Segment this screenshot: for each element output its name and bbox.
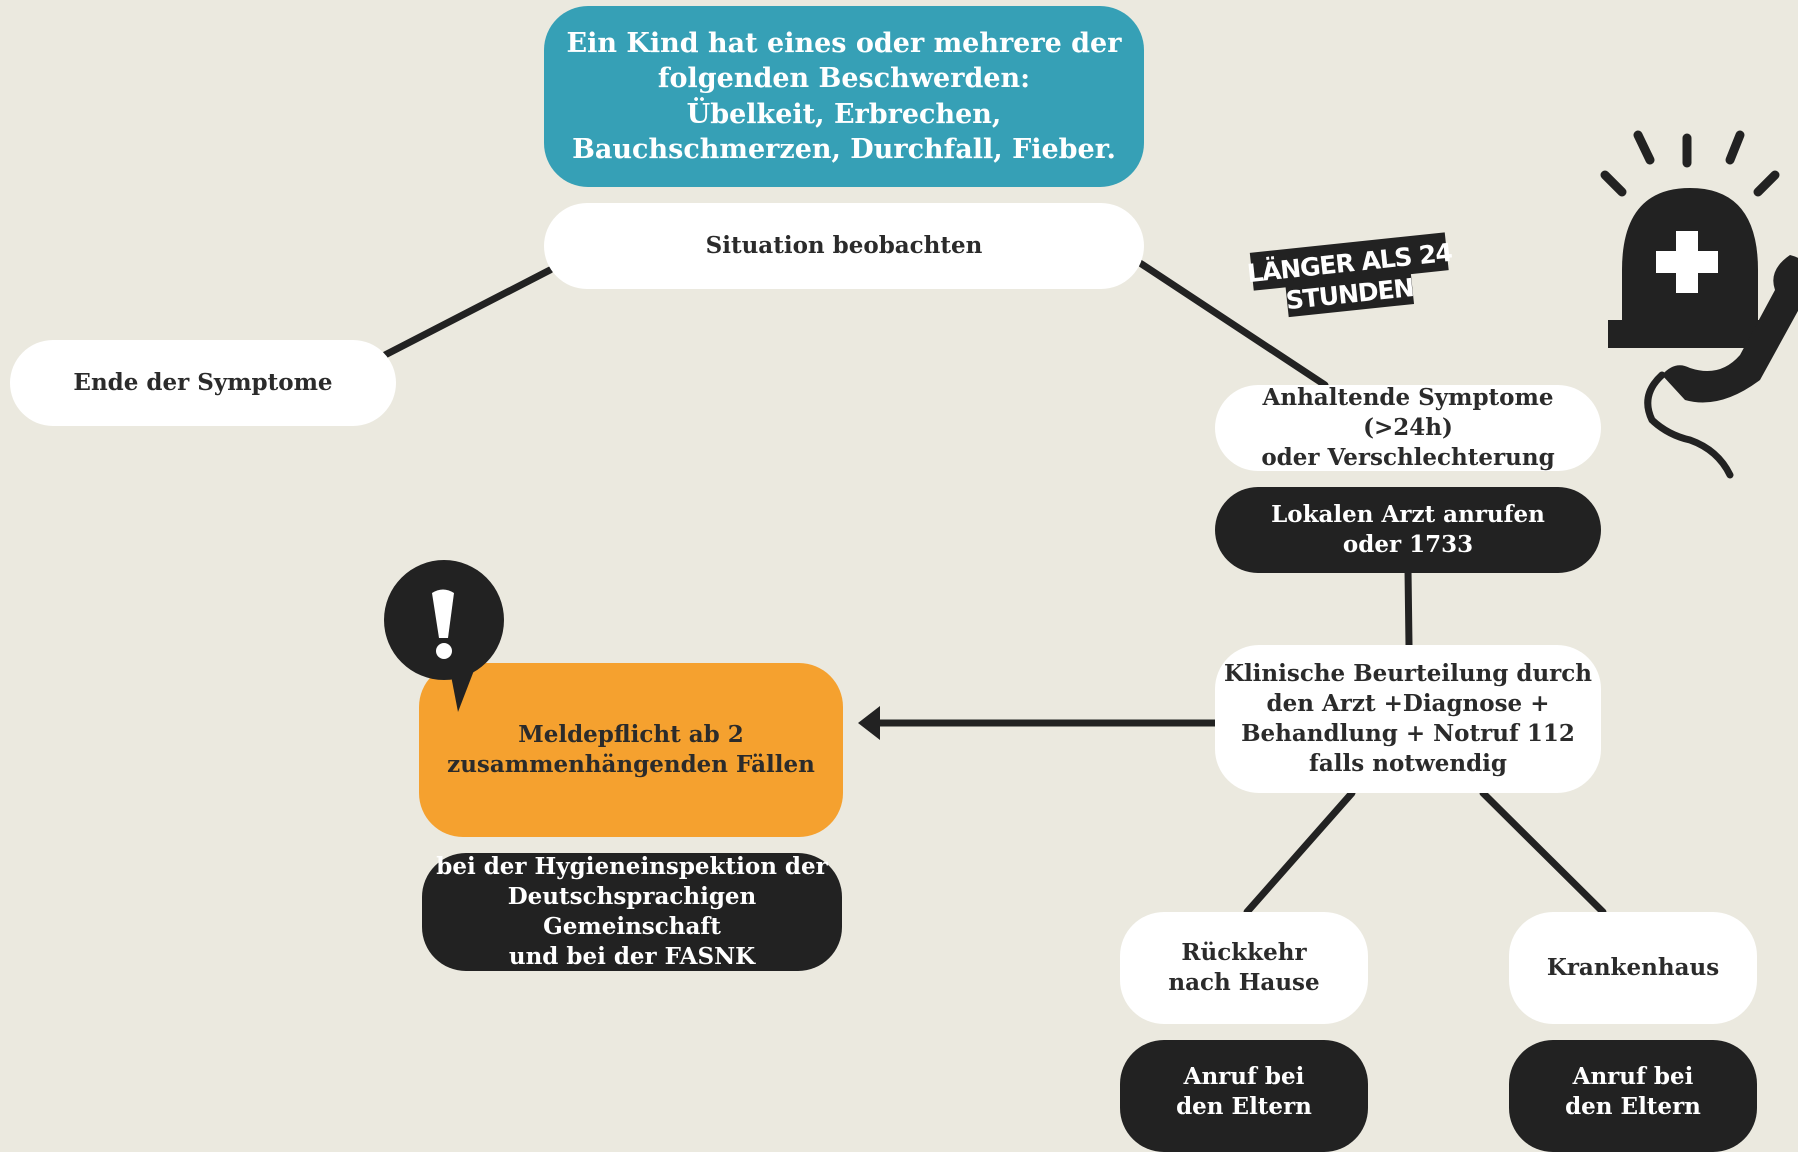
- report-obligation-node: Meldepflicht ab 2 zusammenhängenden Fäll…: [419, 663, 843, 837]
- call-doctor-node: Lokalen Arzt anrufen oder 1733: [1215, 487, 1601, 573]
- duration-badge: LÄNGER ALS 24 STUNDEN: [1246, 232, 1454, 318]
- observe-node: Situation beobachten: [544, 203, 1144, 289]
- ambulance-siren-phone-icon: [1600, 130, 1798, 479]
- return-home-node: Rückkehr nach Hause: [1120, 912, 1368, 1024]
- call-parents-hospital-node: Anruf bei den Eltern: [1509, 1040, 1757, 1152]
- line-clinical-to-hospital: [1479, 789, 1607, 916]
- start-node: Ein Kind hat eines oder mehrere der folg…: [544, 6, 1144, 187]
- arrow-head: [858, 706, 880, 740]
- hospital-node: Krankenhaus: [1509, 912, 1757, 1024]
- badge-bg-line2: [1284, 268, 1415, 318]
- persistent-symptoms-node: Anhaltende Symptome (>24h) oder Verschle…: [1215, 384, 1601, 471]
- call-parents-home-node: Anruf bei den Eltern: [1120, 1040, 1368, 1152]
- line-doctor-to-clinical: [1404, 566, 1413, 649]
- clinical-assessment-node: Klinische Beurteilung durch den Arzt +Di…: [1215, 645, 1601, 793]
- end-symptoms-node: Ende der Symptome: [10, 340, 396, 426]
- exclamation-speech-bubble-icon: [384, 560, 504, 712]
- line-clinical-to-home: [1243, 789, 1356, 916]
- report-authority-node: bei der Hygieneinspektion der Deutschspr…: [422, 853, 842, 971]
- badge-bg-line1: [1249, 232, 1449, 291]
- line-observe-to-end: [381, 266, 554, 359]
- line-observe-to-persistent: [1136, 259, 1329, 389]
- connector-lines: [381, 259, 1607, 916]
